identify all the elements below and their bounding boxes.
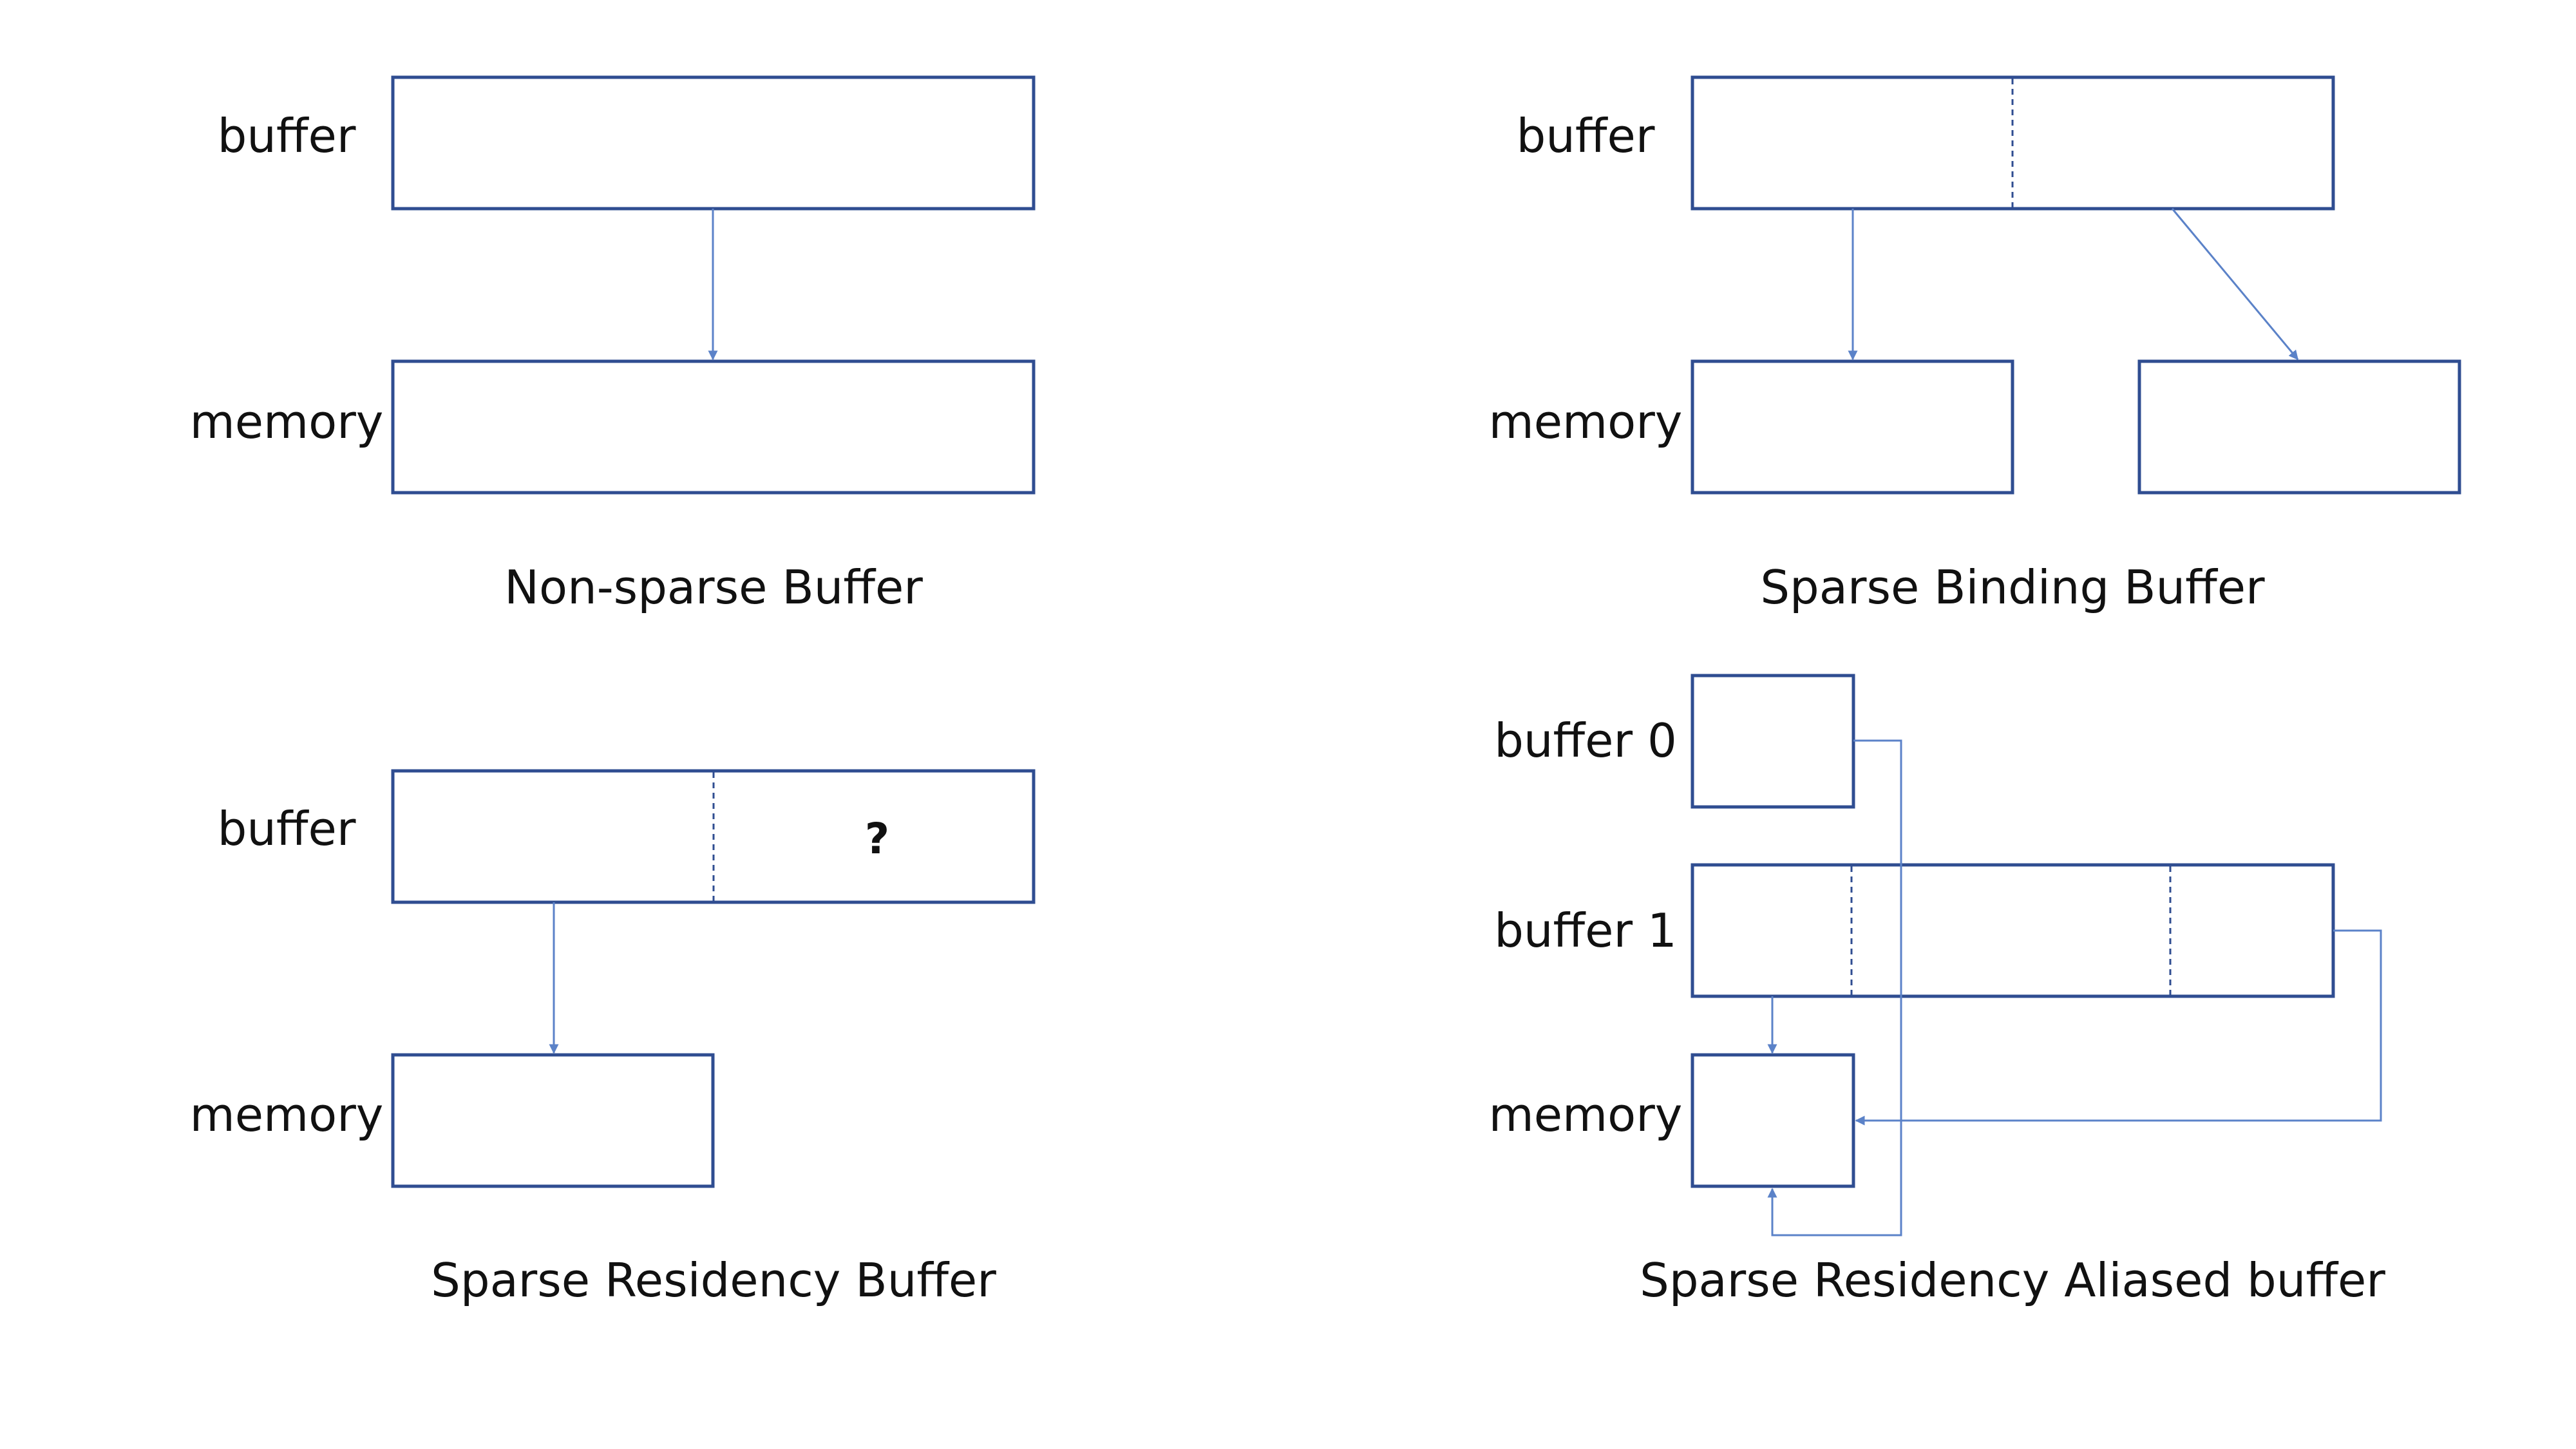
memory-label: memory	[190, 395, 384, 449]
panel-sparse-residency-aliased-buffer: buffer 0 buffer 1 memory Sparse Residenc…	[1489, 674, 2385, 1307]
buffer1-box	[1690, 863, 2335, 998]
memory-box	[1690, 1053, 1855, 1188]
panel-caption: Sparse Residency Buffer	[431, 1253, 996, 1307]
buffer-label: buffer	[218, 802, 356, 856]
buffer0-label: buffer 0	[1494, 714, 1677, 768]
panel-caption: Sparse Binding Buffer	[1760, 560, 2265, 614]
buffer0-alias-arrow	[1767, 739, 1902, 1236]
memory-box	[391, 359, 1036, 495]
memory-box-2	[2137, 359, 2461, 495]
buffer-label: buffer	[1517, 109, 1655, 163]
buffer-box	[391, 75, 1036, 211]
memory-label: memory	[1489, 395, 1683, 449]
unbound-marker: ?	[865, 814, 889, 864]
panel-caption: Non-sparse Buffer	[504, 560, 923, 614]
buffer-label: buffer	[218, 109, 356, 163]
panel-sparse-residency-buffer: buffer ? memory Sparse Residency Buffer	[190, 769, 1036, 1307]
memory-label: memory	[190, 1088, 384, 1142]
memory-box	[391, 1053, 715, 1188]
buffer0-box	[1690, 674, 1855, 809]
memory-box-1	[1690, 359, 2014, 495]
buffer1-label: buffer 1	[1494, 904, 1677, 958]
panel-non-sparse-buffer: buffer memory Non-sparse Buffer	[190, 75, 1036, 614]
memory-label: memory	[1489, 1088, 1683, 1142]
panel-caption: Sparse Residency Aliased buffer	[1640, 1253, 2385, 1307]
panel-sparse-binding-buffer: buffer memory Sparse Binding Buffer	[1489, 75, 2461, 614]
binding-arrow-2	[2171, 208, 2299, 361]
buffer1-alias-arrow	[1855, 929, 2382, 1126]
